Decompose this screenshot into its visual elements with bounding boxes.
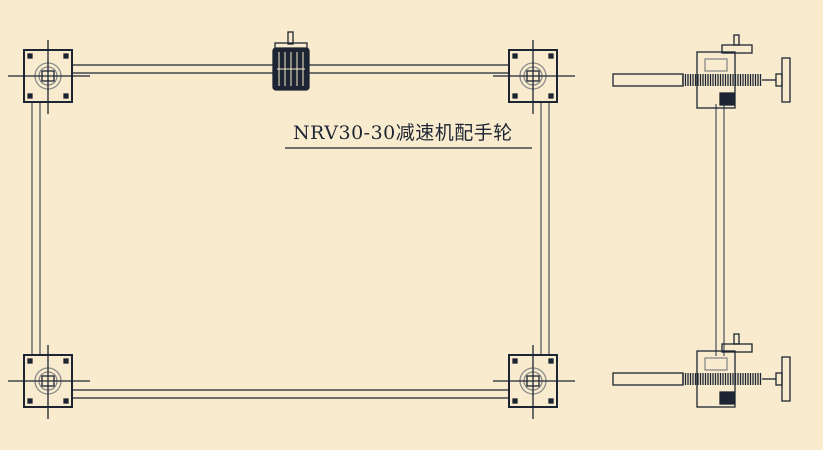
side-view-bottom-assembly: [612, 333, 791, 408]
side-rod: [715, 104, 725, 356]
screw-jack: [493, 40, 575, 114]
side-view-top-assembly: [612, 34, 791, 109]
left-beam: [31, 102, 41, 356]
motor: [272, 31, 310, 91]
right-beam: [540, 102, 550, 356]
screw-jack: [8, 345, 90, 419]
bottom-beam: [72, 389, 510, 399]
screw-jack: [8, 40, 90, 114]
annotation-label: NRV30-30减速机配手轮: [293, 122, 513, 144]
screw-jack: [493, 345, 575, 419]
